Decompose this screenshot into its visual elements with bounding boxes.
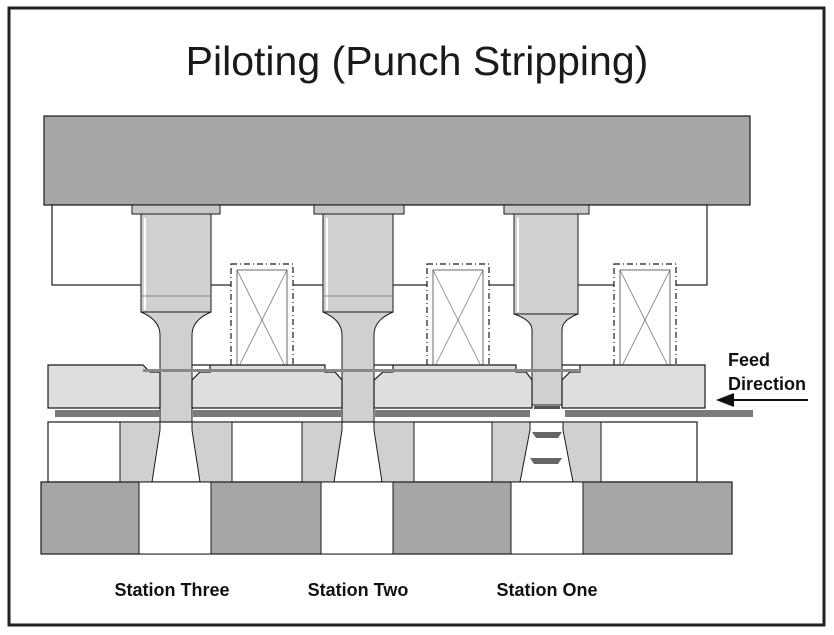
pilot-punch-station-two [313, 204, 405, 437]
spring-2 [426, 263, 490, 377]
spring-1 [230, 263, 294, 377]
outer-border [7, 6, 826, 627]
pilot-punch-station-three [131, 204, 221, 437]
stripper-plate [47, 364, 706, 409]
slug-hole-s3 [138, 481, 212, 555]
die-insert-left-s2 [301, 421, 343, 483]
feed-direction-line2: Direction [728, 374, 807, 394]
feed-direction-line1: Feed [728, 350, 771, 370]
station-three-label: Station Three [114, 580, 230, 600]
station-one-label: Station One [496, 580, 598, 600]
slug-hole-s2 [320, 481, 394, 555]
die-insert-left-s3 [119, 421, 161, 483]
stock-strip [55, 410, 753, 417]
die-insert-left-s1 [491, 421, 531, 483]
slug-falling-2 [530, 458, 562, 464]
spring-3 [613, 263, 677, 377]
stripper-insert-line [143, 369, 581, 372]
slug-falling-1 [532, 432, 562, 438]
station-two-label: Station Two [307, 580, 409, 600]
feed-direction-arrow [716, 393, 808, 407]
slug [534, 406, 560, 409]
diagram-title: Piloting (Punch Stripping) [185, 38, 649, 84]
punch-holder-plate [43, 115, 751, 206]
slug-hole-s1 [510, 481, 584, 555]
feed-direction-label: Feed Direction [728, 348, 828, 396]
